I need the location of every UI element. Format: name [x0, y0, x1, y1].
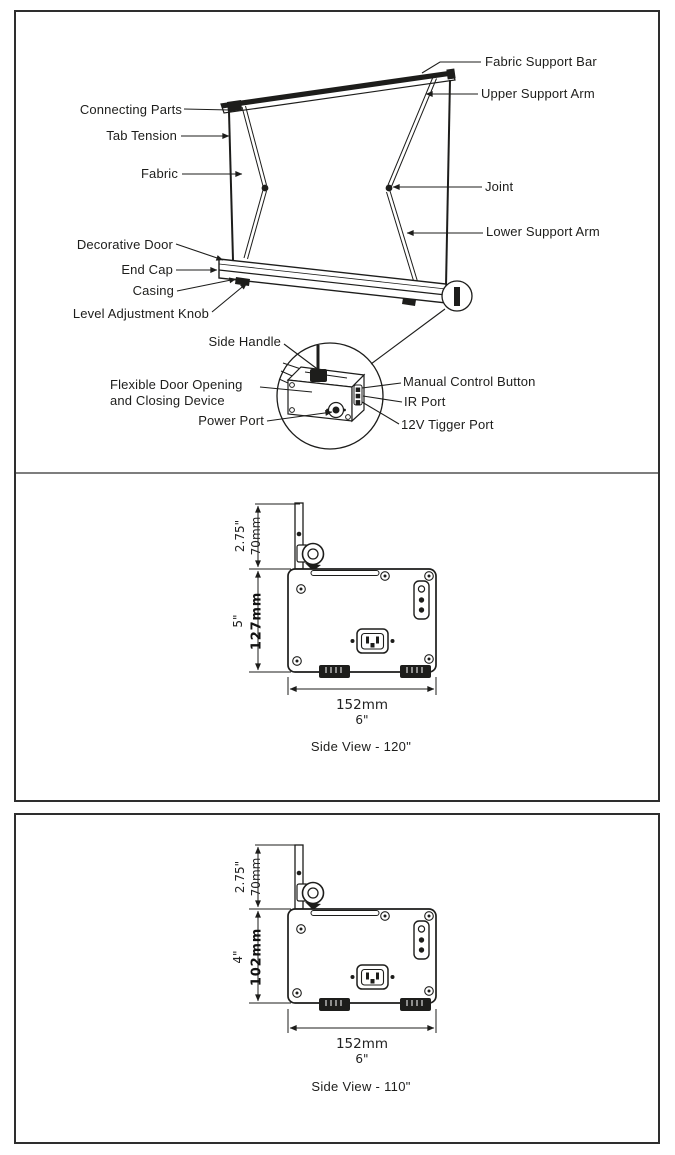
- sv110-body-height-mm: 102mm: [249, 927, 265, 987]
- sv110-top-height-mm: 70mm: [249, 857, 263, 897]
- sv110-width-mm: 152mm: [335, 1036, 389, 1052]
- label-power-port: Power Port: [198, 413, 264, 428]
- sv120-caption: Side View - 120": [310, 739, 412, 754]
- sv120-top-height-inch: 2.75": [233, 519, 247, 553]
- label-ir-port: IR Port: [404, 394, 446, 409]
- sv120-top-height-mm: 70mm: [249, 516, 263, 556]
- sv110-width-inch: 6": [355, 1052, 369, 1066]
- sv120-width-inch: 6": [355, 713, 369, 727]
- label-level-adjustment-knob: Level Adjustment Knob: [72, 306, 209, 321]
- label-12v-trigger-port: 12V Tigger Port: [401, 417, 494, 432]
- label-casing: Casing: [132, 283, 174, 298]
- label-flexible-door-line1: Flexible Door Opening: [110, 377, 243, 392]
- label-manual-control-button: Manual Control Button: [403, 374, 536, 389]
- side-view-110-panel: [14, 813, 660, 1144]
- sv110-caption: Side View - 110": [311, 1079, 411, 1094]
- sv110-top-height-inch: 2.75": [233, 860, 247, 894]
- label-joint: Joint: [485, 179, 514, 194]
- label-flexible-door-line2: and Closing Device: [110, 393, 225, 408]
- sv110-body-height-inch: 4": [231, 950, 245, 964]
- label-upper-support-arm: Upper Support Arm: [481, 86, 595, 101]
- label-connecting-parts: Connecting Parts: [79, 102, 182, 117]
- label-flexible-door-device: Flexible Door Opening and Closing Device: [110, 377, 243, 409]
- panel-divider: [16, 472, 658, 474]
- label-fabric-support-bar: Fabric Support Bar: [485, 54, 597, 69]
- label-fabric: Fabric: [140, 166, 178, 181]
- sv120-width-mm: 152mm: [335, 697, 389, 713]
- label-tab-tension: Tab Tension: [106, 128, 177, 143]
- sv120-body-height-inch: 5": [231, 614, 245, 628]
- label-lower-support-arm: Lower Support Arm: [486, 224, 600, 239]
- label-side-handle: Side Handle: [208, 334, 281, 349]
- sv120-body-height-mm: 127mm: [249, 591, 265, 651]
- label-decorative-door: Decorative Door: [76, 237, 173, 252]
- label-end-cap: End Cap: [121, 262, 173, 277]
